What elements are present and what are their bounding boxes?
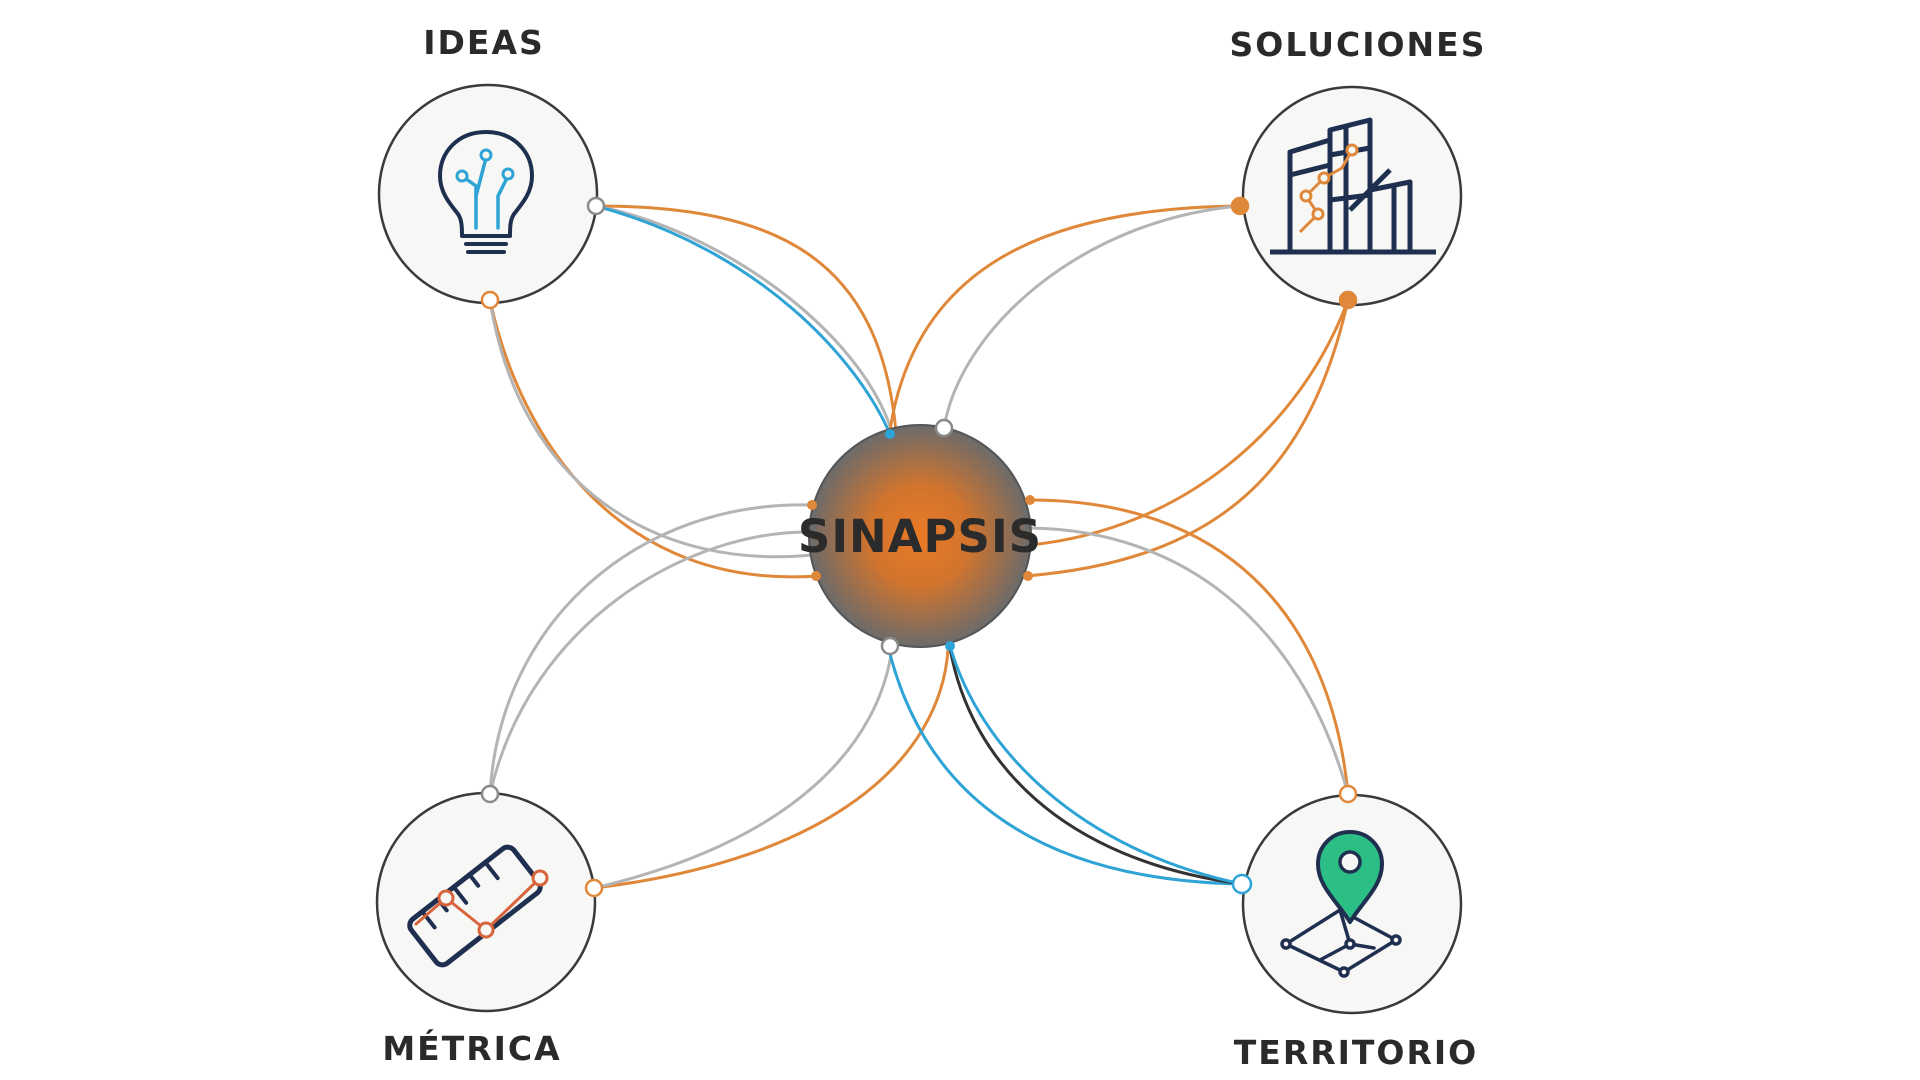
connection-soluciones-center-gray: [942, 204, 1241, 429]
port-ideas-right: [586, 196, 606, 216]
node-territorio-label: TERRITORIO: [1234, 1033, 1478, 1072]
connection-territorio-center-orange: [1029, 498, 1350, 795]
connection-metrica-center-orange: [593, 649, 950, 890]
connection-soluciones-center-orange-2: [1025, 299, 1350, 578]
connection-metrica-center-gray-2: [488, 530, 813, 795]
connection-territorio-center-dark: [948, 647, 1243, 886]
connection-soluciones-center-orange-3: [1029, 299, 1350, 547]
connection-ideas-center-orange: [595, 204, 898, 433]
connection-soluciones-center-orange: [888, 204, 1241, 431]
port-soluciones-bottom: [1338, 290, 1358, 310]
port-center-left-2: [811, 571, 821, 581]
port-center-top-right: [934, 418, 954, 438]
connection-metrica-center-gray: [488, 503, 813, 795]
node-soluciones: SOLUCIONES: [1230, 25, 1487, 307]
connection-curves: [488, 204, 1350, 890]
center-circle: [808, 424, 1032, 648]
node-soluciones-label: SOLUCIONES: [1230, 25, 1487, 64]
port-center-bottom-left: [880, 636, 900, 656]
node-metrica-label: MÉTRICA: [382, 1028, 561, 1068]
center-node: SINAPSIS: [798, 424, 1042, 648]
node-metrica: MÉTRICA: [375, 791, 597, 1068]
lightbulb-icon: [438, 130, 534, 254]
connection-ideas-center-blue: [595, 204, 892, 435]
port-center-right-1: [1025, 495, 1035, 505]
connection-ports: [480, 196, 1358, 898]
connection-ideas-center-gray-2: [488, 299, 813, 559]
port-center-bottom-right: [945, 641, 955, 651]
node-ideas-circle: [377, 83, 599, 305]
node-territorio: TERRITORIO: [1234, 793, 1478, 1072]
port-center-right-2: [1023, 571, 1033, 581]
port-ideas-bottom: [480, 290, 500, 310]
port-soluciones-left: [1230, 196, 1250, 216]
center-label: SINAPSIS: [798, 510, 1042, 563]
port-center-left-1: [807, 500, 817, 510]
node-metrica-circle: [375, 791, 597, 1013]
connection-ideas-center-gray: [595, 204, 894, 433]
location-pin-icon: [1280, 830, 1402, 978]
buildings-icon: [1270, 117, 1436, 255]
port-center-top-left: [885, 429, 895, 439]
port-territorio-left: [1231, 873, 1253, 895]
node-ideas: IDEAS: [377, 23, 599, 305]
port-territorio-top: [1338, 784, 1358, 804]
connection-territorio-center-blue-2: [948, 645, 1243, 886]
connection-ideas-center-orange-2: [488, 299, 819, 579]
connection-metrica-center-gray-3: [593, 647, 894, 890]
connection-territorio-center-gray: [1029, 526, 1350, 795]
node-ideas-label: IDEAS: [423, 23, 545, 62]
port-metrica-right: [584, 878, 604, 898]
ruler-icon: [407, 844, 549, 968]
connection-territorio-center-blue: [886, 645, 1243, 886]
port-metrica-top: [480, 784, 500, 804]
